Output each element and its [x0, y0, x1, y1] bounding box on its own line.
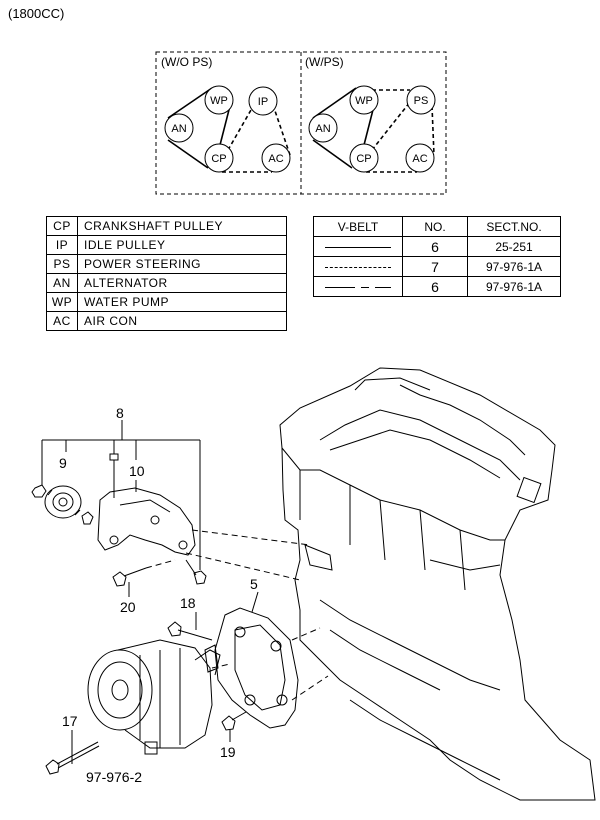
pulley-an-right: AN	[308, 113, 338, 143]
svg-text:WP: WP	[210, 95, 228, 107]
pulley-ps-right: PS	[406, 85, 436, 115]
pulley-ac-left: AC	[261, 143, 291, 173]
legend-description: IDLE PULLEY	[77, 235, 287, 255]
svg-text:AC: AC	[412, 153, 427, 165]
callout-19: 19	[220, 744, 236, 760]
belt-sect: 97-976-1A	[467, 276, 561, 297]
engine-label: (1800CC)	[8, 6, 65, 21]
belt-row: 6 97-976-1A	[313, 276, 561, 297]
belt-line-solid	[313, 236, 403, 257]
belt-sect: 25-251	[467, 236, 561, 257]
svg-text:PS: PS	[414, 95, 429, 107]
legend-description: WATER PUMP	[77, 292, 287, 312]
compressor-reference: 97-976-2	[86, 769, 142, 785]
belt-line-dashed	[313, 256, 403, 277]
callout-8: 8	[116, 405, 124, 421]
v-belt-table: V-BELT NO. SECT.NO. 6 25-251 7 97-976-1A…	[313, 216, 561, 297]
belt-no: 6	[402, 276, 468, 297]
legend-code: WP	[46, 292, 78, 312]
pulley-wp-left: WP	[204, 85, 234, 115]
callout-18: 18	[180, 595, 196, 611]
bolt-part-19	[221, 711, 247, 731]
right-panel-title: (W/PS)	[305, 55, 344, 69]
callout-17: 17	[62, 713, 78, 729]
assembly-guide-lines	[145, 529, 329, 701]
belt-no: 6	[402, 236, 468, 257]
idler-pulley-part-9	[31, 484, 94, 525]
belt-row: 6 25-251	[313, 236, 561, 257]
callout-lines	[41, 420, 259, 764]
header-no: NO.	[402, 216, 468, 237]
pulley-cp-left: CP	[204, 143, 234, 173]
legend-description: ALTERNATOR	[77, 273, 287, 293]
legend-code: AC	[46, 311, 78, 331]
callout-20: 20	[120, 599, 136, 615]
pulley-cp-right: CP	[349, 143, 379, 173]
exploded-parts-drawing: 8 9 10 20 18 5 17 19 97-976-2	[31, 367, 596, 801]
left-panel-title: (W/O PS)	[161, 55, 212, 69]
legend-code: CP	[46, 216, 78, 236]
bolt-bracket-right	[185, 559, 207, 585]
pulley-ac-right: AC	[405, 143, 435, 173]
legend-description: CRANKSHAFT PULLEY	[77, 216, 287, 236]
header-sect-no: SECT.NO.	[467, 216, 561, 237]
belt-no: 7	[402, 256, 468, 277]
engine-block	[279, 367, 596, 801]
svg-text:IP: IP	[258, 96, 268, 108]
pulley-wp-right: WP	[349, 85, 379, 115]
bolt-part-17	[45, 741, 100, 775]
ac-compressor	[87, 639, 221, 755]
svg-text:WP: WP	[355, 95, 373, 107]
bolt-part-18	[167, 621, 213, 641]
bolt-part-20	[112, 567, 147, 587]
belt-sect: 97-976-1A	[467, 256, 561, 277]
bracket-part-10	[97, 487, 196, 556]
belt-routing-diagram: (W/O PS) WP IP AN CP AC (W/PS) WP PS AN …	[155, 51, 447, 195]
pulley-an-left: AN	[164, 113, 194, 143]
belt-table-header: V-BELT NO. SECT.NO.	[313, 216, 561, 237]
callout-labels: 8 9 10 20 18 5 17 19 97-976-2	[59, 405, 258, 785]
svg-text:AN: AN	[171, 123, 186, 135]
callout-5: 5	[250, 576, 258, 592]
svg-text:AC: AC	[268, 153, 283, 165]
belt-line-dash-dot	[313, 276, 403, 297]
pulley-ip-left: IP	[248, 86, 278, 116]
mounting-bracket-part-5	[204, 607, 299, 729]
legend-code: PS	[46, 254, 78, 274]
callout-10: 10	[129, 463, 145, 479]
svg-text:AN: AN	[315, 123, 330, 135]
legend-description: AIR CON	[77, 311, 287, 331]
belt-row: 7 97-976-1A	[313, 256, 561, 277]
callout-9: 9	[59, 455, 67, 471]
svg-text:CP: CP	[211, 153, 226, 165]
legend-description: POWER STEERING	[77, 254, 287, 274]
header-v-belt: V-BELT	[313, 216, 403, 237]
legend-code: IP	[46, 235, 78, 255]
svg-text:CP: CP	[356, 153, 371, 165]
legend-code: AN	[46, 273, 78, 293]
